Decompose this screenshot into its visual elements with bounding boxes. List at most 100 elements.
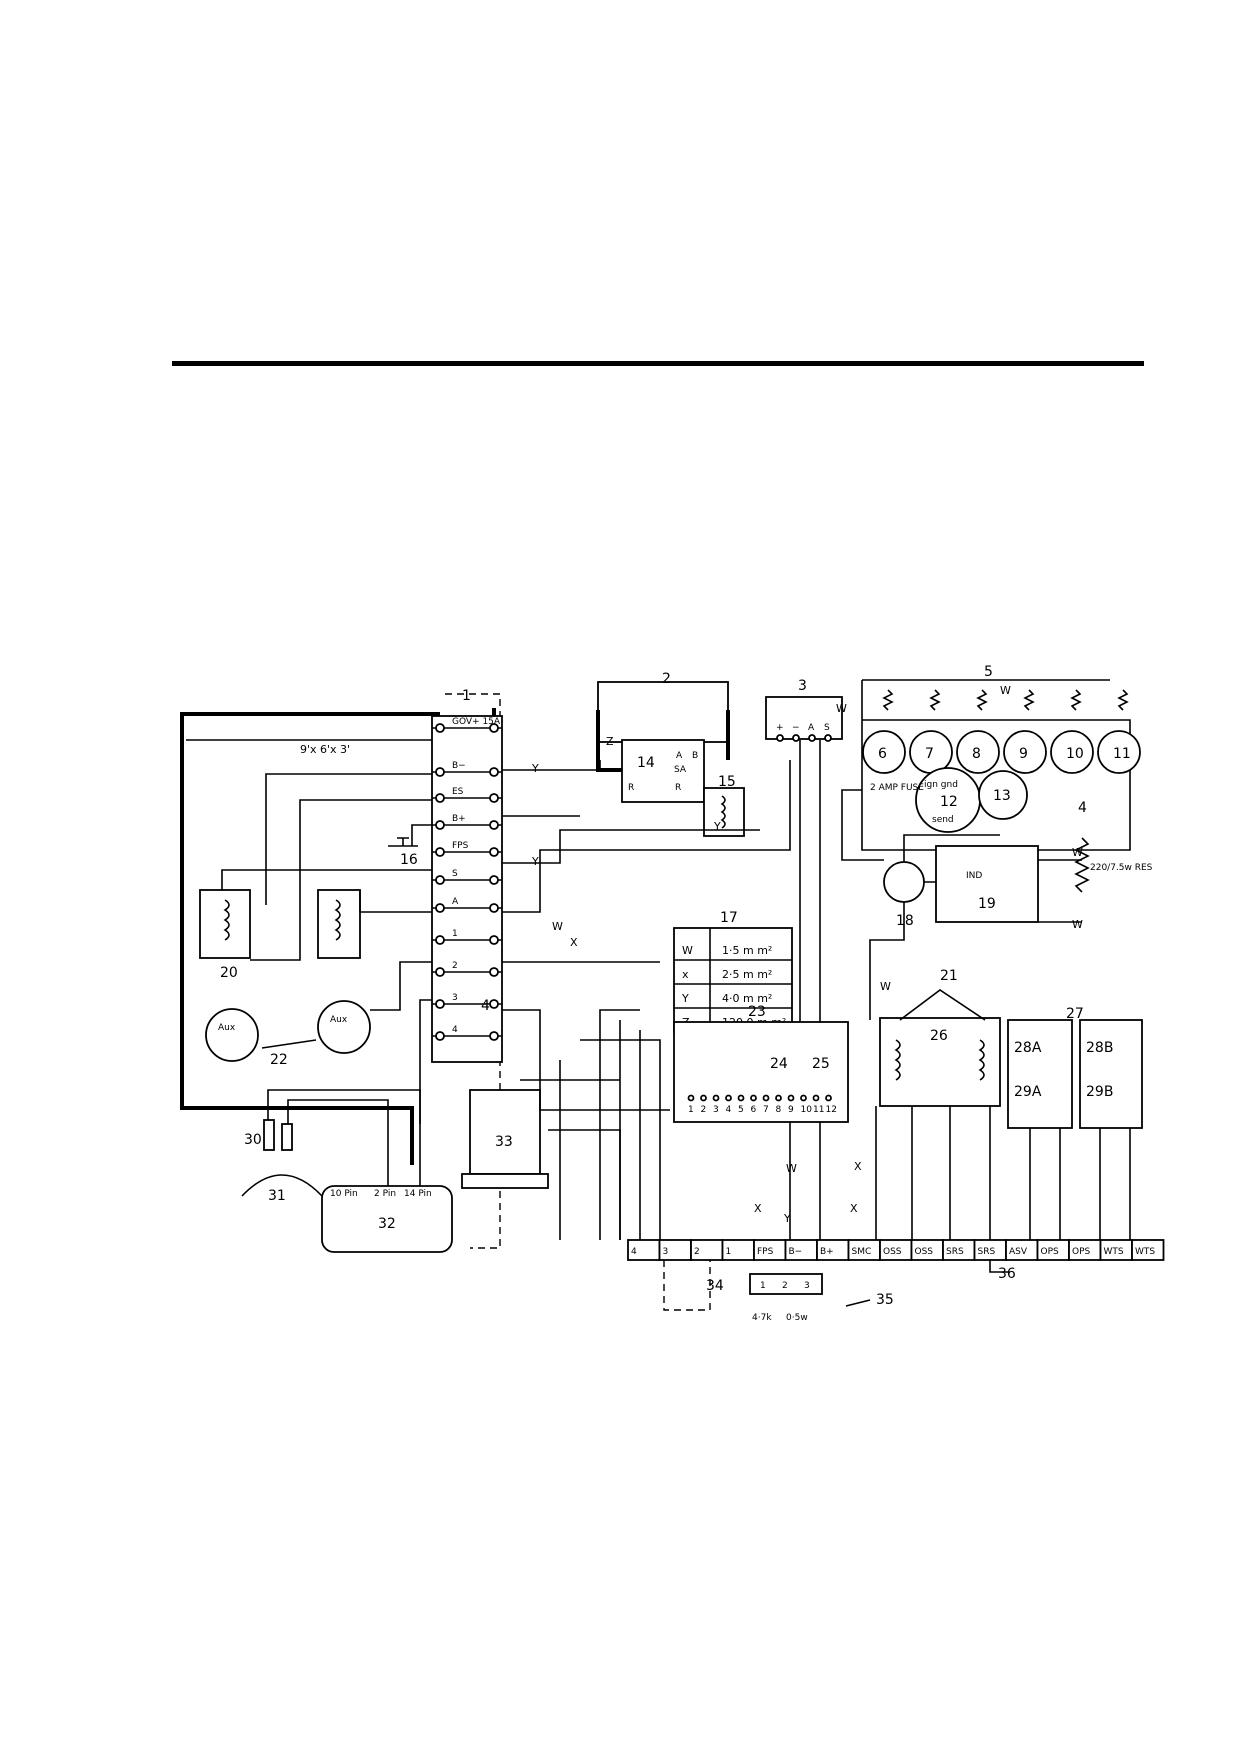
label-30: 30 [244, 1132, 262, 1148]
c3-terminal-label: + [776, 723, 784, 733]
relay-28b-29b [1079, 1019, 1143, 1129]
c19-ind: IND [966, 871, 982, 881]
wire-w-3: W [1000, 684, 1011, 697]
strip-terminal-label: 2 [694, 1247, 700, 1257]
label-31: 31 [268, 1188, 286, 1204]
c3-terminal-label: S [824, 723, 830, 733]
wire-size: 4·0 m m² [722, 992, 772, 1005]
wire-w-2: W [836, 702, 847, 715]
label-1: 1 [462, 688, 471, 704]
relay-20a [199, 889, 251, 959]
component-2-box [597, 681, 729, 743]
c23-terminal: 12 [826, 1105, 837, 1115]
component-35-box [749, 1273, 823, 1295]
wire-x-3: X [754, 1202, 762, 1215]
strip-terminal-label: SMC [852, 1247, 872, 1257]
strip-terminal-label: 3 [663, 1247, 669, 1257]
label-33: 33 [495, 1134, 513, 1150]
horizontal-rule [172, 361, 1144, 366]
label-24: 24 [770, 1056, 788, 1072]
strip-terminal-label: OSS [883, 1247, 902, 1257]
aux-label-1: Aux [218, 1023, 236, 1033]
panel-terminal-label: 4 [452, 1025, 458, 1035]
gauge [1097, 730, 1141, 774]
wire-w-5: W [1072, 918, 1083, 931]
wire-x-4: X [850, 1202, 858, 1215]
label-21: 21 [940, 968, 958, 984]
label-16: 16 [400, 852, 418, 868]
c23-terminal: 2 [701, 1105, 707, 1115]
wire-table [673, 927, 793, 1033]
label-4: 4 [1078, 800, 1087, 816]
c3-terminal-label: − [792, 723, 800, 733]
panel-terminal-label: 1 [452, 929, 458, 939]
aux-connector-2 [317, 1000, 371, 1054]
panel-size: 9'x 6'x 3' [300, 743, 350, 756]
label-35: 35 [876, 1292, 894, 1308]
gauge-label: 8 [972, 746, 981, 762]
strip-terminal-label: SRS [978, 1247, 996, 1257]
panel-terminal-label: B− [452, 761, 466, 771]
wire-y-3: Y [783, 1212, 791, 1225]
panel-terminal-label: 3 [452, 993, 458, 1003]
component-26-box [879, 1017, 1001, 1107]
label-17: 17 [720, 910, 738, 926]
wire-size: 1·5 m m² [722, 944, 772, 957]
strip-terminal-label: OPS [1072, 1247, 1091, 1257]
wire-y-1: Y [531, 762, 539, 775]
label-27: 27 [1066, 1006, 1084, 1022]
gauge-label: 9 [1019, 746, 1028, 762]
label-26: 26 [930, 1028, 948, 1044]
label-18: 18 [896, 913, 914, 929]
panel-inner-ref: 4 [481, 998, 490, 1014]
c32-pin-2: 2 Pin [374, 1189, 396, 1199]
c14-pin-a: A [676, 751, 683, 761]
strip-terminal [1131, 1239, 1165, 1261]
svg-text:3: 3 [804, 1281, 810, 1291]
panel-terminal-label: GOV+ 15A [452, 717, 501, 727]
c3-terminal-label: A [808, 723, 815, 733]
wire-z-1: Z [606, 735, 614, 748]
wire-y-2: Y [531, 855, 539, 868]
c23-terminal: 7 [763, 1105, 769, 1115]
label-34: 34 [706, 1278, 724, 1294]
label-28b: 28B [1086, 1040, 1113, 1056]
label-20: 20 [220, 965, 238, 981]
gauge-label: 10 [1066, 746, 1084, 762]
svg-text:2: 2 [782, 1281, 788, 1291]
c23-terminal: 8 [776, 1105, 782, 1115]
strip-terminal-label: OSS [915, 1247, 934, 1257]
connector-30b [281, 1123, 293, 1151]
gauge-label: 7 [925, 746, 934, 762]
wire-w-7: W [786, 1162, 797, 1175]
label-36: 36 [998, 1266, 1016, 1282]
gauge-label: 6 [878, 746, 887, 762]
component-15-box [703, 787, 745, 837]
label-13: 13 [993, 788, 1011, 804]
wire-y-4: Y [713, 820, 721, 833]
label-2: 2 [662, 671, 671, 687]
c23-terminal: 9 [788, 1105, 794, 1115]
label-28a: 28A [1014, 1040, 1042, 1056]
component-23-box [673, 1021, 849, 1123]
c35-value-2: 0·5w [786, 1313, 808, 1323]
wire-code: W [682, 944, 693, 957]
component-33-box [469, 1089, 541, 1175]
fuse-note: 2 AMP FUSE [870, 783, 924, 793]
wire-w-4: W [1072, 846, 1083, 859]
aux-connector-1 [205, 1008, 259, 1062]
c14-pin-r1: R [628, 783, 634, 793]
strip-terminal-label: B+ [820, 1247, 834, 1257]
wire-size: 2·5 m m² [722, 968, 772, 981]
component-32-box [321, 1185, 453, 1253]
strip-terminal-label: FPS [757, 1247, 774, 1257]
gauge-12-bottom: send [932, 815, 954, 825]
component-18 [883, 861, 925, 903]
panel-terminal-label: A [452, 897, 459, 907]
label-12: 12 [940, 794, 958, 810]
c23-terminal: 5 [738, 1105, 744, 1115]
label-15: 15 [718, 774, 736, 790]
c23-terminal: 3 [713, 1105, 719, 1115]
panel-terminal-label: ES [452, 787, 464, 797]
label-14: 14 [637, 755, 655, 771]
